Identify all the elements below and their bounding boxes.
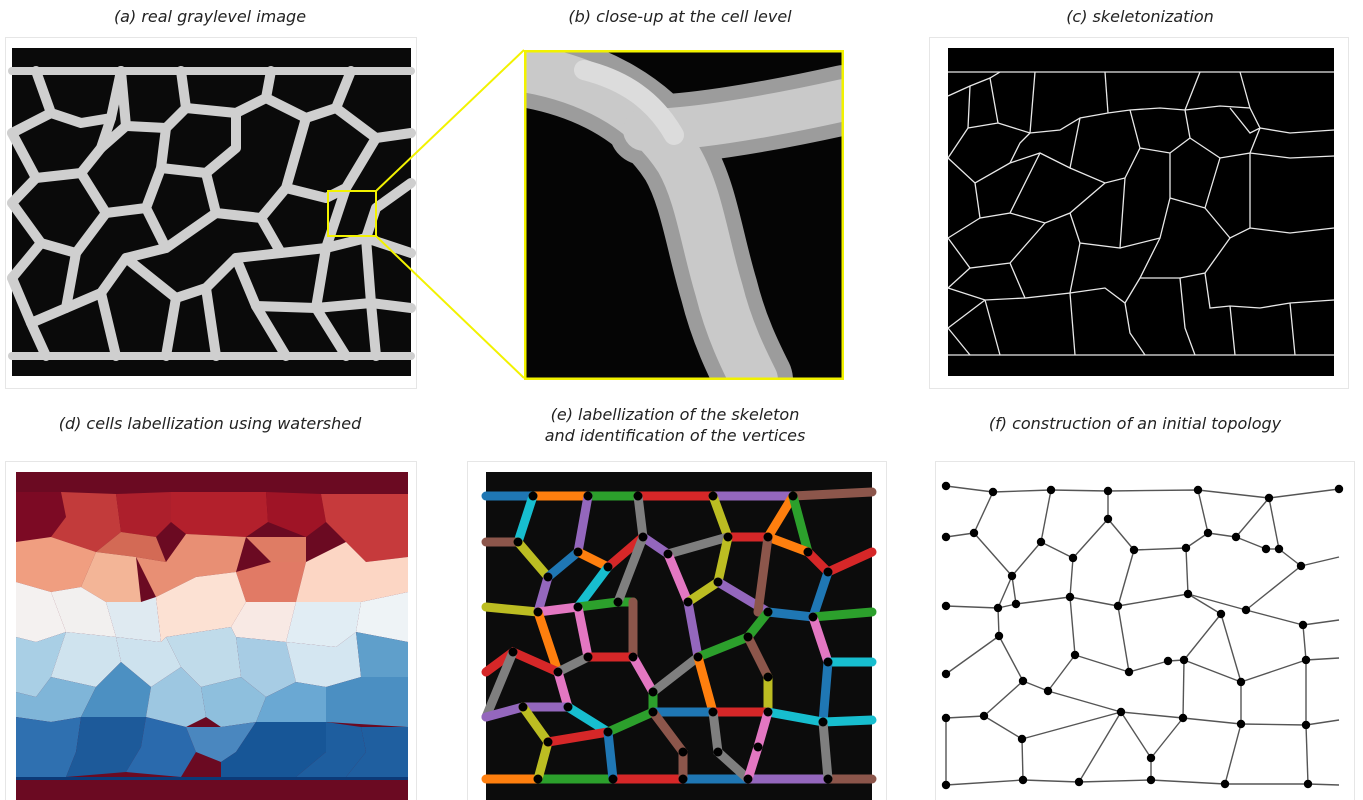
- caption-c: (c) skeletonization: [1066, 7, 1214, 26]
- skeleton-lines: [947, 71, 1335, 356]
- panel-e-labelled-skeleton: [468, 462, 886, 800]
- vertex-dots: [508, 491, 833, 784]
- panel-a-graylevel-image: [6, 38, 416, 388]
- caption-f: (f) construction of an initial topology: [988, 414, 1282, 433]
- caption-d: (d) cells labellization using watershed: [58, 414, 362, 433]
- closeup-frame: [524, 50, 844, 380]
- topology-vertices: [941, 481, 1344, 790]
- zoom-box: [327, 190, 377, 237]
- zoom-connector-lines: [376, 49, 525, 379]
- watershed-cells: [16, 492, 408, 780]
- caption-e-line1: (e) labellization of the skeleton: [550, 405, 800, 424]
- foam-struts: [7, 66, 416, 361]
- panel-f-topology: [936, 462, 1354, 800]
- panel-d-watershed: [6, 462, 416, 800]
- topology-edges: [945, 485, 1340, 786]
- caption-b: (b) close-up at the cell level: [568, 7, 792, 26]
- panel-c-skeleton: [930, 38, 1348, 388]
- closeup-strut: [524, 50, 844, 380]
- panel-b-closeup: [524, 50, 844, 380]
- caption-a: (a) real graylevel image: [113, 7, 307, 26]
- caption-e-line2: and identification of the vertices: [544, 426, 806, 445]
